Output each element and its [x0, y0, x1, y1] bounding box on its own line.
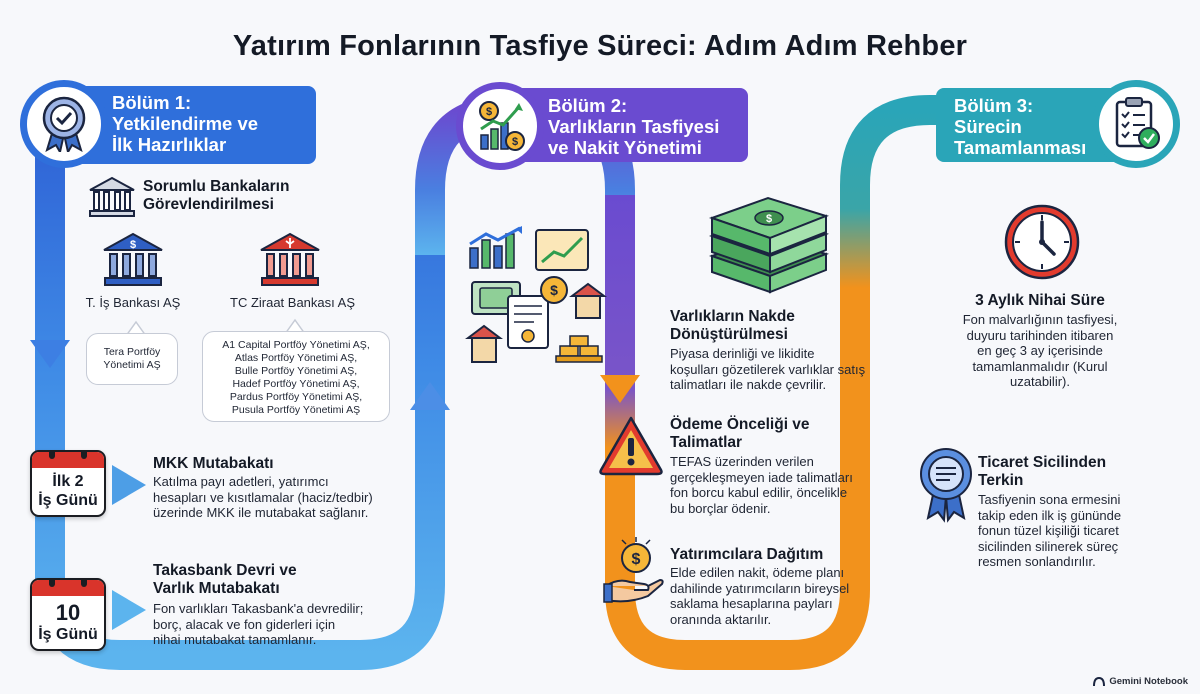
footer-brand-text: Gemini Notebook [1109, 676, 1188, 687]
svg-text:$: $ [512, 136, 518, 148]
svg-text:$: $ [486, 106, 492, 118]
takasbank-heading: Takasbank Devri ve Varlık Mutabakatı [153, 562, 297, 597]
assets-collage-icon: $ [465, 226, 607, 363]
calendar-first-2-days-icon: İlk 2 İş Günü [30, 450, 106, 517]
svg-text:$: $ [632, 551, 641, 568]
is-bankasi-bank-icon: $ [103, 232, 163, 286]
gemini-notebook-logo-icon [1093, 676, 1106, 686]
footer-brand: Gemini Notebook [1093, 676, 1188, 687]
odeme-heading: Ödeme Önceliği ve Talimatlar [670, 416, 810, 451]
nakde-heading: Varlıkların Nakde Dönüştürülmesi [670, 308, 795, 343]
section-3-label: Bölüm 3: Sürecin Tamamlanması [954, 95, 1087, 158]
bank-1-funds-bubble: Tera Portföy Yönetimi AŞ [86, 333, 178, 385]
sure-heading: 3 Aylık Nihai Süre [975, 292, 1105, 309]
warning-icon [599, 416, 663, 476]
calendar-1-line1: İlk 2 [52, 473, 84, 490]
clock-icon [1004, 204, 1080, 280]
takasbank-body: Fon varlıkları Takasbank'a devredilir; b… [153, 601, 364, 647]
section-2-label: Bölüm 2: Varlıkların Tasfiyesi ve Nakit … [548, 95, 720, 158]
dagitim-heading: Yatırımcılara Dağıtım [670, 546, 824, 563]
section-2-badge: $ $ [456, 82, 544, 170]
mkk-body: Katılma payı adetleri, yatırımcı hesapla… [153, 474, 373, 520]
calendar-2-line1: 10 [55, 600, 81, 625]
hand-coin-icon: $ [603, 537, 664, 603]
section-1-label: Bölüm 1: Yetkilendirme ve İlk Hazırlıkla… [112, 92, 259, 155]
award-badge-icon [42, 96, 86, 152]
mkk-heading: MKK Mutabakatı [153, 455, 274, 472]
bank-2-name: TC Ziraat Bankası AŞ [230, 295, 355, 310]
terkin-heading: Ticaret Sicilinden Terkin [978, 454, 1107, 489]
calendar-1-line2: İş Günü [38, 492, 98, 509]
svg-text:$: $ [550, 282, 558, 298]
seal-badge-icon [920, 448, 972, 523]
step-1-pointer [112, 465, 146, 505]
banks-heading: Sorumlu Bankaların Görevlendirilmesi [143, 178, 290, 213]
bank-2-funds-bubble: A1 Capital Portföy Yönetimi AŞ, Atlas Po… [202, 331, 390, 422]
ziraat-bankasi-bank-icon [260, 232, 320, 286]
cash-stack-icon: $ [708, 196, 830, 294]
dagitim-body: Elde edilen nakit, ödeme planı dahilinde… [670, 565, 850, 627]
section-1-badge [20, 80, 108, 168]
terkin-body: Tasfiyenin sona ermesini takip eden ilk … [978, 492, 1122, 569]
bank-building-icon [89, 176, 135, 217]
checklist-clipboard-icon [1115, 97, 1160, 149]
odeme-body: TEFAS üzerinden verilen gerçekleşmeyen i… [670, 454, 853, 516]
page-title: Yatırım Fonlarının Tasfiye Süreci: Adım … [232, 30, 968, 62]
step-2-pointer [112, 590, 146, 630]
calendar-2-line2: İş Günü [38, 626, 98, 643]
svg-text:$: $ [130, 239, 136, 251]
section-3-badge [1092, 80, 1180, 168]
sure-body: Fon malvarlığının tasfiyesi, duyuru tari… [962, 312, 1118, 389]
finance-growth-icon: $ $ [479, 101, 525, 151]
bank-1-name: T. İş Bankası AŞ [85, 295, 181, 310]
nakde-body: Piyasa derinliği ve likidite koşulları g… [670, 346, 866, 392]
svg-text:$: $ [766, 213, 772, 225]
